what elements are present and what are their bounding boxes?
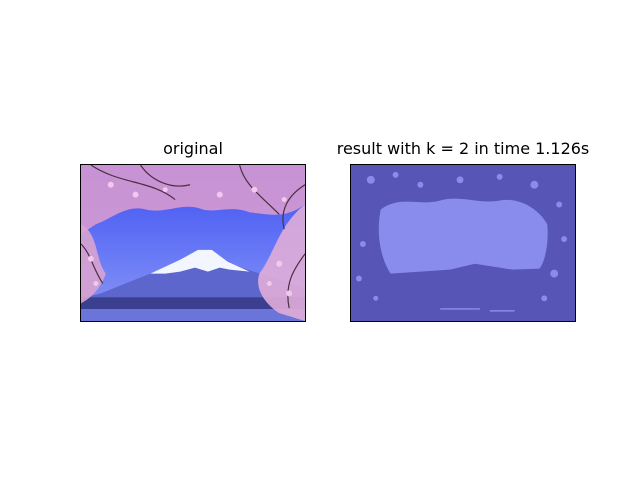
left-panel-title: original <box>163 139 223 158</box>
original-image-axes <box>80 164 306 322</box>
original-image <box>81 165 305 321</box>
result-image-axes <box>350 164 576 322</box>
right-panel-title: result with k = 2 in time 1.126s <box>336 139 590 158</box>
result-image <box>351 165 575 321</box>
